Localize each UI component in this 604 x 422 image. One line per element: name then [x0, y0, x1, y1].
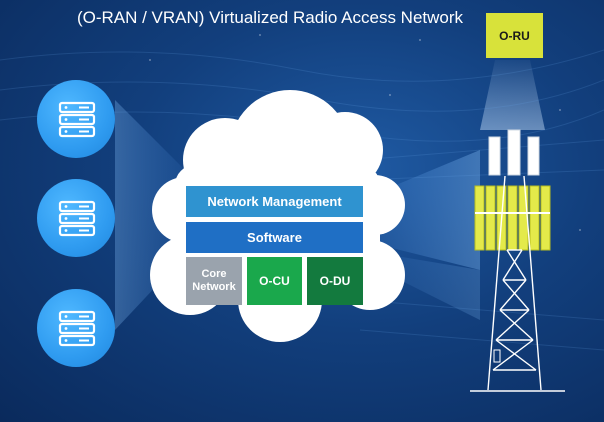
network-management-block: Network Management	[186, 186, 363, 217]
antenna-center	[507, 129, 521, 176]
antenna-left	[488, 136, 501, 176]
o-cu-block: O-CU	[247, 257, 302, 305]
page-title: (O-RAN / VRAN) Virtualized Radio Access …	[76, 8, 464, 27]
core-network-label-line1: Core	[201, 268, 227, 280]
beam-to-tower	[360, 150, 480, 270]
o-ru-label: O-RU	[486, 13, 543, 58]
server-rack-icon	[58, 310, 96, 347]
beam-up-to-oru	[480, 60, 545, 130]
antenna-right	[527, 136, 540, 176]
software-block: Software	[186, 222, 363, 253]
server-2	[37, 179, 115, 257]
core-network-block: Core Network	[186, 257, 242, 305]
core-network-label-line2: Network	[192, 281, 236, 293]
server-1	[37, 80, 115, 158]
server-rack-icon	[58, 200, 96, 237]
o-du-block: O-DU	[307, 257, 363, 305]
server-3	[37, 289, 115, 367]
server-rack-icon	[58, 101, 96, 138]
